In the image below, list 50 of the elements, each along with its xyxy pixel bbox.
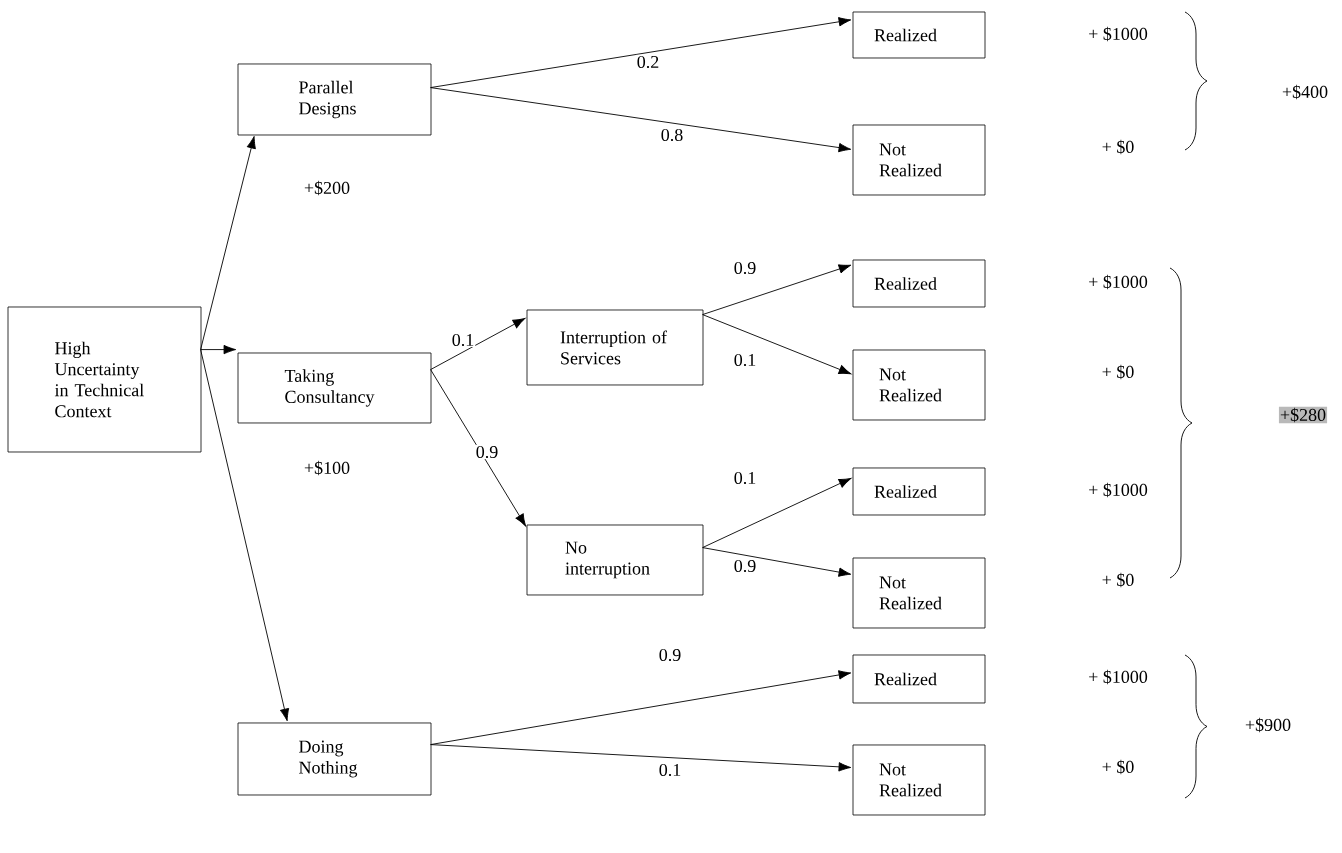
- decision-box: Doing Nothing: [237, 722, 432, 796]
- arrow: [702, 477, 852, 549]
- decision-box: Not Realized: [852, 349, 986, 421]
- value-label: +$100: [304, 460, 350, 476]
- decision-box: High Uncertainty in Technical Context: [7, 306, 202, 453]
- arrow: [200, 136, 256, 351]
- arrow: [702, 314, 852, 375]
- edge-label: 0.9: [732, 558, 758, 574]
- total-label: +$280: [1278, 406, 1328, 424]
- decision-box: Not Realized: [852, 744, 986, 816]
- decision-box: Realized: [852, 654, 986, 704]
- value-label: + $1000: [1089, 482, 1148, 498]
- arrow: [702, 547, 852, 577]
- decision-box: Realized: [852, 11, 986, 59]
- value-label: + $0: [1102, 139, 1134, 155]
- decision-box: Parallel Designs: [237, 63, 432, 136]
- decision-box: No interruption: [526, 524, 704, 596]
- value-label: +$200: [304, 180, 350, 196]
- edge-label: 0.1: [657, 762, 683, 778]
- value-label: + $1000: [1089, 669, 1148, 685]
- arrow: [430, 369, 527, 527]
- arrow: [430, 744, 852, 772]
- arrow: [430, 87, 852, 153]
- value-label: + $0: [1102, 572, 1134, 588]
- edge-label: 0.2: [635, 54, 661, 70]
- edge-label: 0.9: [657, 647, 683, 663]
- decision-box: Not Realized: [852, 124, 986, 196]
- arrow: [430, 17, 852, 89]
- decision-box: Realized: [852, 259, 986, 308]
- arrow: [430, 318, 526, 371]
- edge-label: 0.9: [474, 444, 500, 460]
- decision-box: Not Realized: [852, 557, 986, 629]
- decision-box: Interruption of Services: [526, 309, 704, 386]
- value-label: + $0: [1102, 759, 1134, 775]
- decision-box: Realized: [852, 467, 986, 516]
- decision-box: Taking Consultancy: [237, 352, 432, 424]
- value-label: + $1000: [1089, 274, 1148, 290]
- arrow: [702, 264, 852, 316]
- edge-label: 0.1: [732, 470, 758, 486]
- value-label: + $1000: [1089, 26, 1148, 42]
- arrow: [200, 344, 237, 355]
- arrow: [200, 349, 290, 722]
- edge-label: 0.9: [732, 260, 758, 276]
- edge-label: 0.8: [659, 127, 685, 143]
- edge-label: 0.1: [450, 332, 476, 348]
- value-label: + $0: [1102, 364, 1134, 380]
- total-label: +$400: [1282, 84, 1328, 100]
- total-label: +$900: [1245, 717, 1291, 733]
- arrow: [430, 670, 852, 746]
- edge-label: 0.1: [732, 352, 758, 368]
